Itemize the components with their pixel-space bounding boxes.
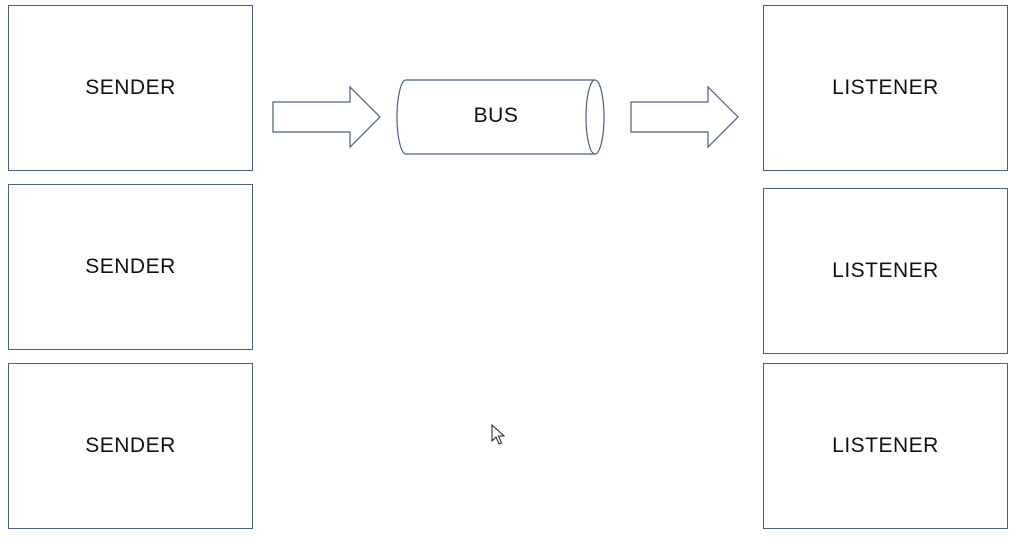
arrow-sender-to-bus bbox=[272, 85, 381, 149]
bus-cylinder bbox=[396, 79, 605, 155]
bus-label: BUS bbox=[473, 104, 519, 127]
listener-label: LISTENER bbox=[832, 434, 939, 457]
listener-box: LISTENER bbox=[763, 5, 1008, 171]
listener-label: LISTENER bbox=[832, 259, 939, 282]
listener-label: LISTENER bbox=[832, 76, 939, 99]
sender-box: SENDER bbox=[8, 5, 253, 171]
mouse-pointer-icon bbox=[491, 424, 505, 445]
sender-label: SENDER bbox=[85, 76, 176, 99]
sender-label: SENDER bbox=[85, 434, 176, 457]
sender-box: SENDER bbox=[8, 363, 253, 529]
listener-box: LISTENER bbox=[763, 363, 1008, 529]
listener-box: LISTENER bbox=[763, 188, 1008, 354]
sender-box: SENDER bbox=[8, 184, 253, 350]
sender-label: SENDER bbox=[85, 255, 176, 278]
arrow-bus-to-listener bbox=[630, 85, 739, 149]
